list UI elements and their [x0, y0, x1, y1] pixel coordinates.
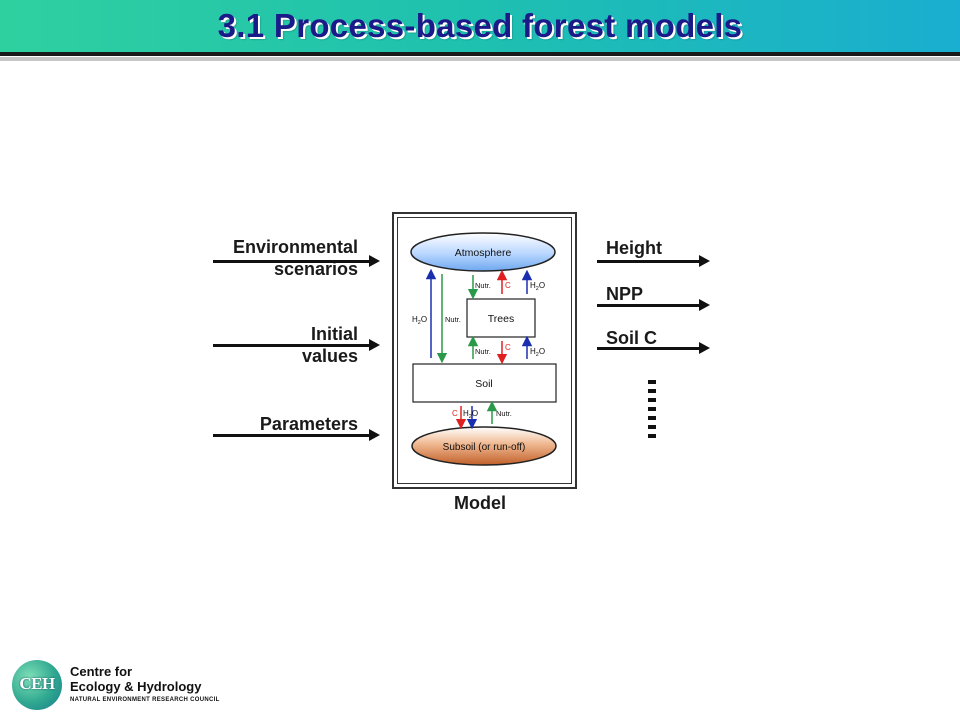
- ceh-logo-line2: Ecology & Hydrology: [70, 679, 202, 694]
- soil-label: Soil: [475, 378, 493, 390]
- carbon-label-middle: C: [505, 343, 511, 352]
- more-outputs-ellipsis: [648, 380, 656, 440]
- water-label-lower: H2O: [463, 409, 478, 420]
- ceh-logo-emblem: [12, 660, 62, 710]
- ceh-logo-line1: Centre for: [70, 664, 133, 679]
- subsoil-ellipse: [411, 426, 557, 466]
- atmosphere-ellipse: [410, 232, 556, 272]
- input-line2: values: [301, 346, 358, 366]
- output-arrow-npp: [597, 299, 710, 311]
- nutrient-label-middle: Nutr.: [475, 347, 491, 356]
- ceh-logo-line3: NATURAL ENVIRONMENT RESEARCH COUNCIL: [70, 697, 220, 703]
- output-label-npp: NPP: [606, 284, 644, 304]
- water-label-upper: H2O: [530, 281, 545, 292]
- nutrient-label-upper: Nutr.: [475, 281, 491, 290]
- water-label-left: H2O: [412, 315, 427, 326]
- input-line1: Parameters: [259, 414, 358, 434]
- output-arrow-soil-c: [597, 342, 710, 354]
- nutrient-label-lower: Nutr.: [496, 409, 512, 418]
- water-label-middle: H2O: [530, 347, 545, 358]
- trees-box: [466, 298, 536, 338]
- title-bar: [0, 0, 960, 61]
- atmosphere-label: Atmosphere: [455, 247, 512, 259]
- output-arrow-height: [597, 255, 710, 267]
- input-arrow-environmental: [213, 255, 380, 267]
- model-caption: Model: [454, 493, 506, 513]
- slide-title: 3.1 Process-based forest models: [217, 7, 743, 44]
- ceh-logo-abbr: CEH: [19, 674, 55, 693]
- subsoil-label: Subsoil (or run-off): [443, 442, 526, 453]
- input-line2: scenarios: [273, 259, 358, 279]
- input-arrow-initial: [213, 339, 380, 351]
- nutrient-label-left: Nutr.: [445, 315, 461, 324]
- input-line1: Environmental: [232, 237, 358, 257]
- soil-box: [412, 363, 557, 403]
- input-arrow-parameters: [213, 429, 380, 441]
- input-label-parameters: Parameters: [200, 413, 358, 435]
- input-label-initial: Initial values: [200, 323, 358, 367]
- input-label-environmental: Environmental scenarios: [200, 236, 358, 280]
- output-label-soil-c: Soil C: [606, 328, 658, 348]
- ceh-logo: CEH Centre for Ecology & Hydrology NATUR…: [12, 660, 232, 710]
- carbon-label-lower: C: [452, 409, 458, 418]
- carbon-label-upper: C: [505, 281, 511, 290]
- trees-label: Trees: [488, 313, 514, 325]
- output-label-height: Height: [606, 238, 662, 258]
- input-line1: Initial: [310, 324, 358, 344]
